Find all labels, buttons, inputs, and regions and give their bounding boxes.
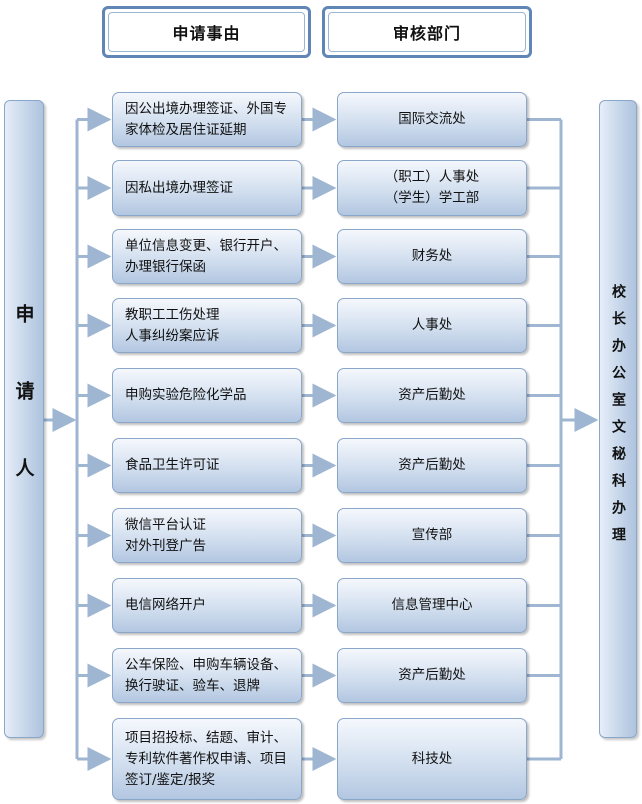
reason-text: 电信网络开户 [125,597,206,613]
reason-text: 项目招投标、结题、审计、专利软件著作权申请、项目签订/鉴定/报奖 [125,729,287,788]
reason-text: 教职工工伤处理 人事纠纷案应诉 [125,306,220,344]
office-label: 校长办公室文秘科办理 [610,284,626,554]
reason-box: 微信平台认证 对外刊登广告 [112,508,302,563]
header-department-label: 审核部门 [328,12,526,52]
department-box: 资产后勤处 [337,648,527,703]
reason-text: 申购实验危险化学品 [125,387,247,403]
reason-box: 项目招投标、结题、审计、专利软件著作权申请、项目签订/鉴定/报奖 [112,718,302,800]
reason-text: 食品卫生许可证 [125,457,220,473]
department-text: 资产后勤处 [398,387,466,403]
department-box: 资产后勤处 [337,368,527,423]
applicant-column: 申请人 [4,100,44,738]
department-box: 科技处 [337,718,527,800]
reason-text: 因私出境办理签证 [125,179,233,196]
reason-text: 因公出境办理签证、外国专家体检及居住证延期 [125,100,287,138]
reason-box: 教职工工伤处理 人事纠纷案应诉 [112,298,302,353]
department-text: 国际交流处 [398,111,466,127]
department-text: 资产后勤处 [398,667,466,683]
applicant-label: 申请人 [12,303,35,535]
department-box: 人事处 [337,298,527,353]
reason-box: 电信网络开户 [112,578,302,633]
header-department: 审核部门 [322,6,532,58]
department-text: 信息管理中心 [391,597,473,613]
department-text: 人事处 [411,317,453,333]
department-box: 国际交流处 [337,92,527,147]
department-box: （职工）人事处 （学生）学工部 [337,160,527,216]
department-box: 信息管理中心 [337,578,527,633]
reason-box: 申购实验危险化学品 [112,368,302,423]
reason-text: 公车保险、申购车辆设备、换行驶证、验车、退牌 [125,656,287,694]
reason-box: 因公出境办理签证、外国专家体检及居住证延期 [112,92,302,147]
department-text: 资产后勤处 [398,457,466,473]
department-text: 财务处 [411,248,453,264]
reason-box: 公车保险、申购车辆设备、换行驶证、验车、退牌 [112,648,302,703]
reason-box: 单位信息变更、银行开户、办理银行保函 [112,229,302,284]
reason-box: 食品卫生许可证 [112,438,302,493]
reason-box: 因私出境办理签证 [112,160,302,216]
department-box: 资产后勤处 [337,438,527,493]
department-text: 宣传部 [411,527,453,543]
department-text: 科技处 [411,750,453,767]
reason-text: 单位信息变更、银行开户、办理银行保函 [125,237,287,275]
header-reason: 申请事由 [102,6,311,58]
header-reason-label: 申请事由 [108,12,305,52]
department-box: 财务处 [337,229,527,284]
reason-text: 微信平台认证 对外刊登广告 [125,516,206,554]
office-column: 校长办公室文秘科办理 [599,100,637,738]
department-box: 宣传部 [337,508,527,563]
department-text: （职工）人事处 （学生）学工部 [384,169,480,206]
